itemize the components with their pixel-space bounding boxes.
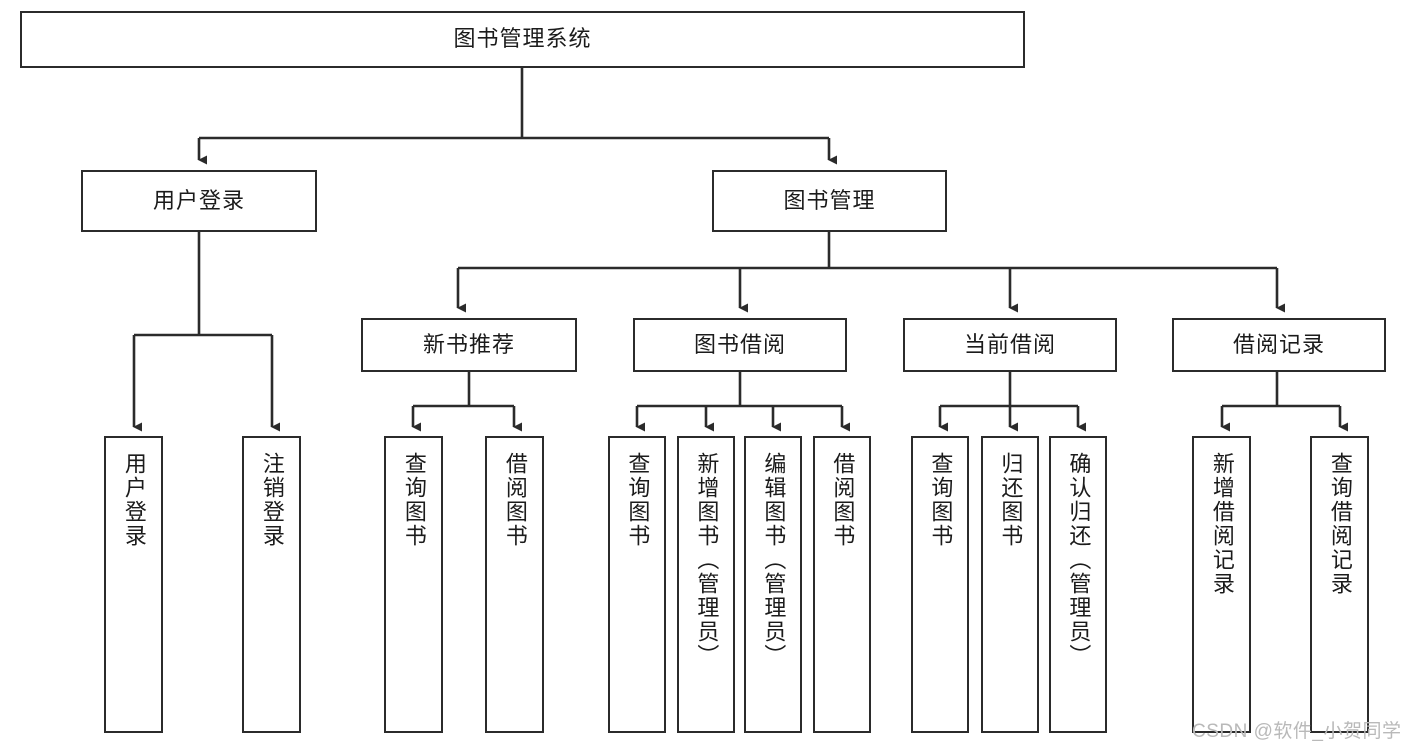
watermark-text: CSDN @软件_小贺同学 (1192, 721, 1402, 742)
leaf-logout[interactable]: 注销登录 (242, 436, 301, 733)
leaf-br-add-record[interactable]: 新增借阅记录 (1192, 436, 1251, 733)
leaf-bb-edit-book-label: 编辑图书（管理员） (761, 452, 787, 668)
node-root-label: 图书管理系统 (453, 26, 592, 52)
leaf-bb-query-book-label: 查询图书 (625, 452, 651, 548)
node-book-manage-label: 图书管理 (783, 187, 876, 213)
node-borrow-record-label: 借阅记录 (1232, 331, 1325, 357)
leaf-cb-return-book[interactable]: 归还图书 (981, 436, 1039, 733)
leaf-bb-query-book[interactable]: 查询图书 (608, 436, 666, 733)
leaf-user-login[interactable]: 用户登录 (104, 436, 163, 733)
leaf-nb-borrow-book[interactable]: 借阅图书 (485, 436, 544, 733)
node-book-borrow[interactable]: 图书借阅 (633, 318, 847, 372)
node-root[interactable]: 图书管理系统 (20, 11, 1025, 68)
leaf-bb-add-book[interactable]: 新增图书（管理员） (677, 436, 735, 733)
leaf-user-login-label: 用户登录 (121, 452, 147, 548)
leaf-bb-edit-book[interactable]: 编辑图书（管理员） (744, 436, 802, 733)
node-user-login-label: 用户登录 (152, 187, 245, 213)
leaf-bb-borrow-book[interactable]: 借阅图书 (813, 436, 871, 733)
leaf-br-query-record[interactable]: 查询借阅记录 (1310, 436, 1369, 733)
node-user-login[interactable]: 用户登录 (81, 170, 317, 232)
leaf-br-query-record-label: 查询借阅记录 (1327, 452, 1353, 596)
node-new-book-recommend[interactable]: 新书推荐 (361, 318, 577, 372)
leaf-nb-query-book[interactable]: 查询图书 (384, 436, 443, 733)
leaf-nb-borrow-book-label: 借阅图书 (502, 452, 528, 548)
node-borrow-record[interactable]: 借阅记录 (1172, 318, 1386, 372)
leaf-cb-query-book[interactable]: 查询图书 (911, 436, 969, 733)
leaf-bb-borrow-book-label: 借阅图书 (830, 452, 856, 548)
node-current-borrow-label: 当前借阅 (963, 331, 1056, 357)
leaf-bb-add-book-label: 新增图书（管理员） (694, 452, 720, 668)
node-new-book-recommend-label: 新书推荐 (422, 331, 515, 357)
node-book-manage[interactable]: 图书管理 (712, 170, 947, 232)
leaf-cb-confirm-return[interactable]: 确认归还（管理员） (1049, 436, 1107, 733)
node-current-borrow[interactable]: 当前借阅 (903, 318, 1117, 372)
leaf-nb-query-book-label: 查询图书 (401, 452, 427, 548)
leaf-cb-confirm-return-label: 确认归还（管理员） (1066, 452, 1092, 668)
leaf-logout-label: 注销登录 (259, 452, 285, 548)
leaf-cb-query-book-label: 查询图书 (928, 452, 954, 548)
node-book-borrow-label: 图书借阅 (693, 331, 786, 357)
leaf-cb-return-book-label: 归还图书 (998, 452, 1024, 548)
leaf-br-add-record-label: 新增借阅记录 (1209, 452, 1235, 596)
